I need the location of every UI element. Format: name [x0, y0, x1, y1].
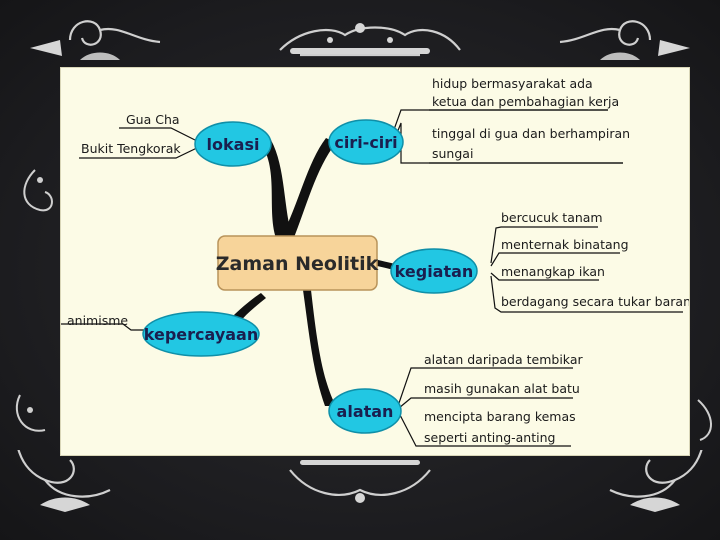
kegiatan-bubble [390, 248, 478, 294]
connector-kepercayaan [233, 293, 266, 323]
branch-kegiatan: kegiatan bercucuk tanam menternak binata… [390, 210, 699, 309]
top-ornament-icon [30, 20, 690, 60]
center-title: Zaman Neolitik [216, 253, 379, 275]
lokasi-item-1: Gua Cha [126, 112, 180, 127]
ciri-item-1-line-2: ketua dan pembahagian kerja [432, 94, 619, 109]
kegiatan-item-2: menternak binatang [501, 237, 629, 252]
lokasi-label: lokasi [207, 135, 260, 154]
alatan-item-3-line-2: seperti anting-anting [424, 430, 555, 445]
center-box [217, 235, 378, 291]
kepercayaan-label: kepercayaan [144, 325, 258, 344]
kegiatan-item-4: berdagang secara tukar barang [501, 294, 689, 309]
kegiatan-label: kegiatan [395, 262, 474, 281]
connector-lokasi [256, 138, 293, 240]
branch-alatan: alatan alatan daripada tembikar masih gu… [328, 352, 583, 445]
lokasi-bubble [194, 121, 272, 167]
connector-alatan [303, 290, 336, 406]
alatan-label: alatan [337, 402, 394, 421]
alatan-bubble [328, 388, 402, 434]
ciri-item-2-line-2: sungai [432, 146, 473, 161]
right-ornament-icon [697, 399, 712, 441]
connector-ciri [281, 138, 336, 240]
bottom-ornament-icon [17, 450, 703, 512]
kegiatan-item-3: menangkap ikan [501, 264, 605, 279]
alatan-item-1: alatan daripada tembikar [424, 352, 583, 367]
branch-kepercayaan: animisme kepercayaan [67, 311, 260, 357]
ciri-item-2-line-1: tinggal di gua dan berhampiran [432, 126, 630, 141]
kepercayaan-bubble [142, 311, 260, 357]
center-node: Zaman Neolitik [216, 235, 379, 291]
alatan-item-2: masih gunakan alat batu [424, 381, 580, 396]
left-ornament-icon [15, 169, 53, 432]
mind-map-panel: Gua Cha Bukit Tengkorak lokasi ciri-ciri… [60, 67, 699, 456]
lokasi-item-2: Bukit Tengkorak [81, 141, 181, 156]
ciri-ciri-label: ciri-ciri [334, 133, 397, 152]
branch-ciri-ciri: ciri-ciri hidup bermasyarakat ada ketua … [328, 76, 630, 165]
alatan-item-3-line-1: mencipta barang kemas [424, 409, 576, 424]
ciri-item-1-line-1: hidup bermasyarakat ada [432, 76, 593, 91]
kepercayaan-item-1: animisme [67, 313, 128, 328]
mind-map: Gua Cha Bukit Tengkorak lokasi ciri-ciri… [61, 76, 699, 447]
ciri-ciri-bubble [328, 119, 404, 165]
branch-lokasi: Gua Cha Bukit Tengkorak lokasi [81, 112, 272, 167]
kegiatan-item-1: bercucuk tanam [501, 210, 603, 225]
